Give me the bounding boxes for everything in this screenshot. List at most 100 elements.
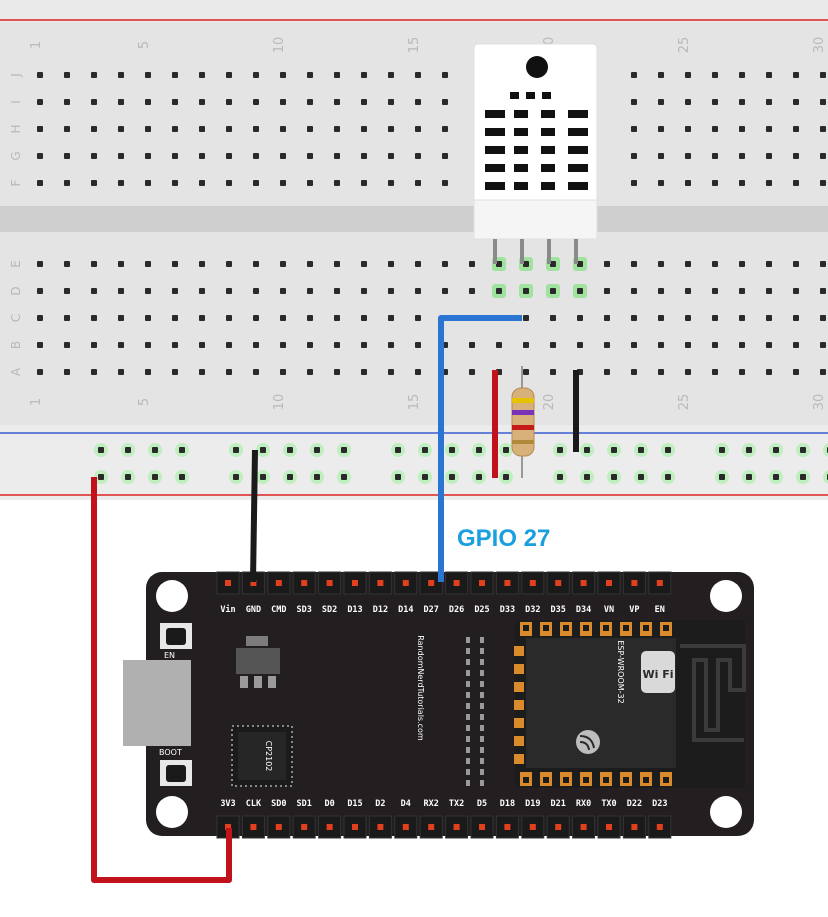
usb-chip-label: CP2102 [264,741,273,772]
breadboard-hole [280,99,286,105]
breadboard-hole [793,261,799,267]
rail-hole [800,447,806,453]
breadboard-hole [766,369,772,375]
rail-hole [179,447,185,453]
gpio-label: GPIO 27 [457,525,550,552]
breadboard-hole [37,288,43,294]
rail-hole [611,474,617,480]
breadboard-hole [118,369,124,375]
rail-hole [152,447,158,453]
breadboard-hole [37,180,43,186]
header-pin-pad [352,824,358,830]
rail-hole [341,447,347,453]
breadboard-hole [469,342,475,348]
module-pad-side [514,682,524,692]
breadboard-hole [226,153,232,159]
breadboard-hole [496,342,502,348]
breadboard-hole [118,288,124,294]
header-pin-pad [504,824,511,830]
breadboard-hole [766,315,772,321]
rail-hole [638,474,644,480]
row-letter: H [9,124,23,133]
breadboard-hole [658,369,664,375]
breadboard-hole [145,99,151,105]
breadboard-hole [388,72,394,78]
breadboard-hole [766,288,772,294]
breadboard-hole [631,72,637,78]
breadboard-hole [739,153,745,159]
usb-chip-body [238,732,286,780]
grille-slot [514,182,528,190]
rail-hole [800,474,806,480]
breadboard-hole [253,99,259,105]
breadboard-hole [793,369,799,375]
breadboard-hole [820,99,826,105]
pin-label-top: VP [629,605,639,615]
rail-hole [314,474,320,480]
breadboard-hole [361,261,367,267]
pin-label-bottom: SD0 [271,799,286,809]
breadboard-hole [118,72,124,78]
rail-hole [557,447,563,453]
rail-hole [152,474,158,480]
breadboard-hole [91,72,97,78]
rail-hole [773,474,779,480]
breadboard-hole [712,180,718,186]
mount-hole-tl [156,580,188,612]
breadboard-hole [631,99,637,105]
breadboard-hole [172,180,178,186]
rail-hole [395,474,401,480]
espressif-logo-icon [576,730,600,754]
pin-label-top: D25 [474,605,489,615]
header-pin-pad [555,824,562,830]
breadboard-hole [685,72,691,78]
wifi-logo: Wi Fi [642,668,673,681]
breadboard-hole [388,261,394,267]
column-number-bottom: 15 [407,394,422,411]
resistor-band-1 [512,398,534,403]
smd-part [480,703,484,709]
breadboard-hole [199,72,205,78]
breadboard-hole [469,288,475,294]
breadboard-hole [685,261,691,267]
pin-label-bottom: TX2 [449,799,464,809]
breadboard-hole [496,261,502,267]
breadboard-hole [172,288,178,294]
module-pad-hole [523,777,529,783]
row-letter: J [9,73,23,78]
breadboard-hole [199,153,205,159]
breadboard-hole [307,99,313,105]
rail-hole [665,474,671,480]
breadboard-hole [793,153,799,159]
grille-slot [514,110,528,118]
grille-slot [485,182,505,190]
breadboard-hole [766,342,772,348]
module-pads [514,622,672,786]
breadboard-hole [64,72,70,78]
breadboard-hole [253,288,259,294]
usb-chip: CP2102 [231,725,293,787]
breadboard-hole [388,153,394,159]
breadboard-hole [658,315,664,321]
column-number-top: 25 [677,37,692,54]
breadboard-hole [739,99,745,105]
row-letter: G [9,151,23,160]
header-pin-pad [580,824,587,830]
smd-part [480,692,484,698]
breadboard-hole [253,180,259,186]
breadboard-hole [118,180,124,186]
breadboard-hole [91,153,97,159]
breadboard-hole [172,126,178,132]
header-pin-pad [275,824,282,830]
module-label: ESP-WROOM-32 [616,640,625,703]
smd-part [480,637,484,643]
breadboard-hole [631,342,637,348]
smd-part [480,725,484,731]
breadboard-hole [523,342,529,348]
breadboard-hole [631,315,637,321]
breadboard-hole [334,288,340,294]
breadboard-hole [64,261,70,267]
rail-hole [476,447,482,453]
